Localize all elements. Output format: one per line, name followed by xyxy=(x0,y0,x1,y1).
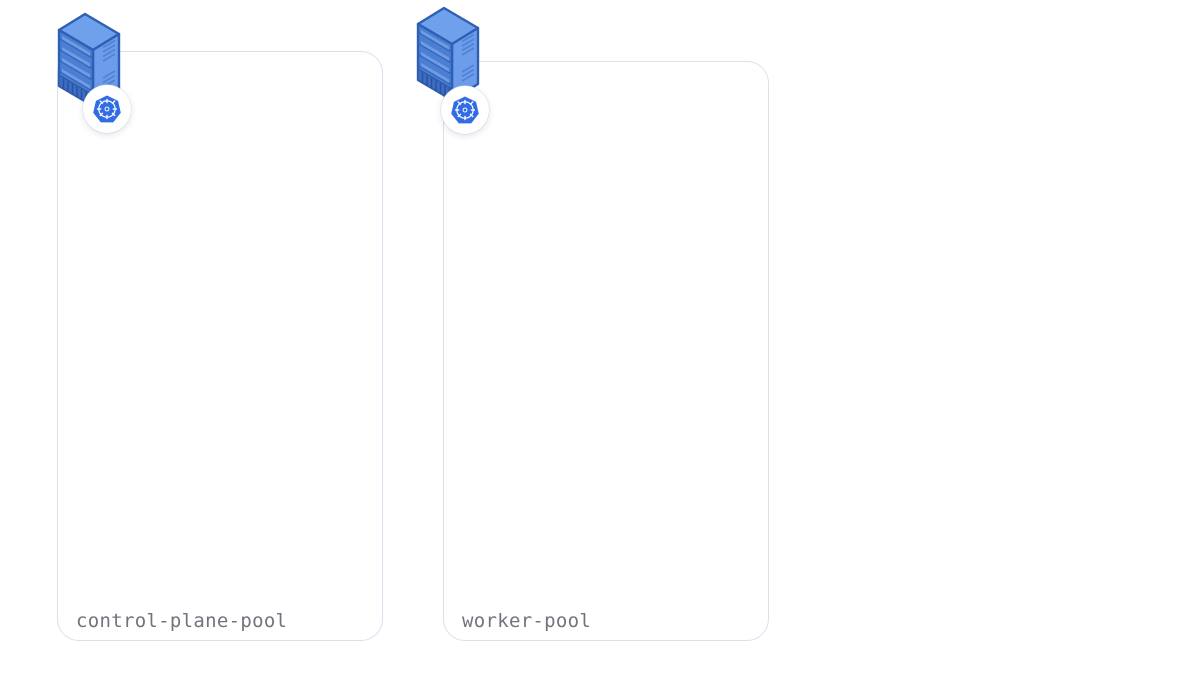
node-pool-card-worker-pool[interactable]: worker-pool xyxy=(443,61,769,641)
server-rack-icon xyxy=(406,6,482,114)
kubernetes-icon xyxy=(83,85,131,133)
node-pool-card-control-plane-pool[interactable]: control-plane-pool xyxy=(57,51,383,641)
node-pool-label: control-plane-pool xyxy=(76,610,288,632)
node-pool-label: worker-pool xyxy=(462,610,592,632)
kubernetes-icon xyxy=(441,86,489,134)
